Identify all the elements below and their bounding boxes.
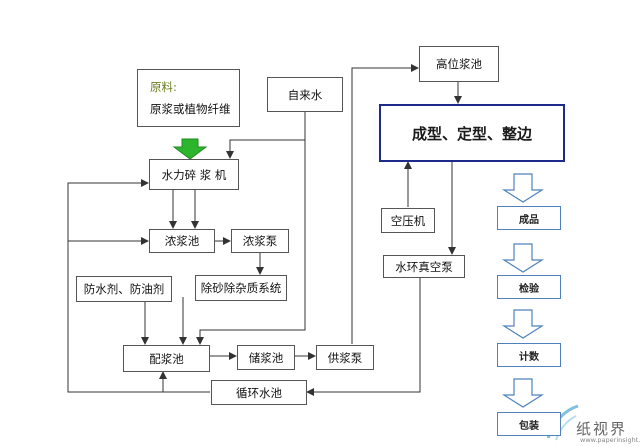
thick-stock-chest-box: 浓浆池 (149, 229, 215, 253)
raw-material-label: 原料: (150, 80, 177, 94)
hollow-arrow-icon-1 (501, 173, 545, 203)
watermark-text: 纸视界 (576, 420, 628, 438)
feed-pump-box: 供浆泵 (316, 345, 374, 370)
raw-material-value: 原浆或植物纤维 (150, 102, 231, 116)
connector-vacuum-circulation (306, 278, 421, 396)
finished-product-box: 成品 (497, 206, 561, 230)
tap-water-box: 自来水 (267, 77, 343, 112)
connector-circulation-loop (67, 179, 210, 393)
forming-box: 成型、定型、整边 (379, 104, 565, 162)
inspection-box: 检验 (497, 275, 561, 299)
mixing-chest-box: 配浆池 (123, 345, 210, 372)
counting-box: 计数 (497, 343, 561, 367)
hollow-arrow-icon-2 (501, 243, 545, 273)
raw-material-box: 原料: 原浆或植物纤维 (137, 69, 240, 127)
feed-arrow-icon (172, 138, 208, 160)
connector-tapwater-mixing (196, 140, 306, 345)
high-level-chest-box: 高位浆池 (419, 46, 499, 82)
hydrapulper-box: 水力碎 浆 机 (149, 159, 239, 190)
connector-tapwater-hydrapulper (226, 112, 306, 159)
air-compressor-box: 空压机 (381, 208, 435, 233)
watermark-url: www.paperinsight.net (580, 436, 640, 444)
desanding-system-box: 除砂除杂质系统 (195, 275, 287, 301)
packaging-box: 包装 (497, 412, 561, 436)
thick-stock-pump-box: 浓浆泵 (231, 229, 289, 253)
storage-chest-box: 储浆池 (237, 345, 295, 370)
hollow-arrow-icon-3 (501, 309, 545, 339)
vacuum-pump-box: 水环真空泵 (383, 255, 465, 278)
additives-box: 防水剂、防油剂 (76, 276, 172, 302)
hollow-arrow-icon-4 (501, 378, 545, 408)
connector-feedpump-highlevel (351, 64, 419, 344)
circulation-pool-box: 循环水池 (211, 380, 307, 405)
